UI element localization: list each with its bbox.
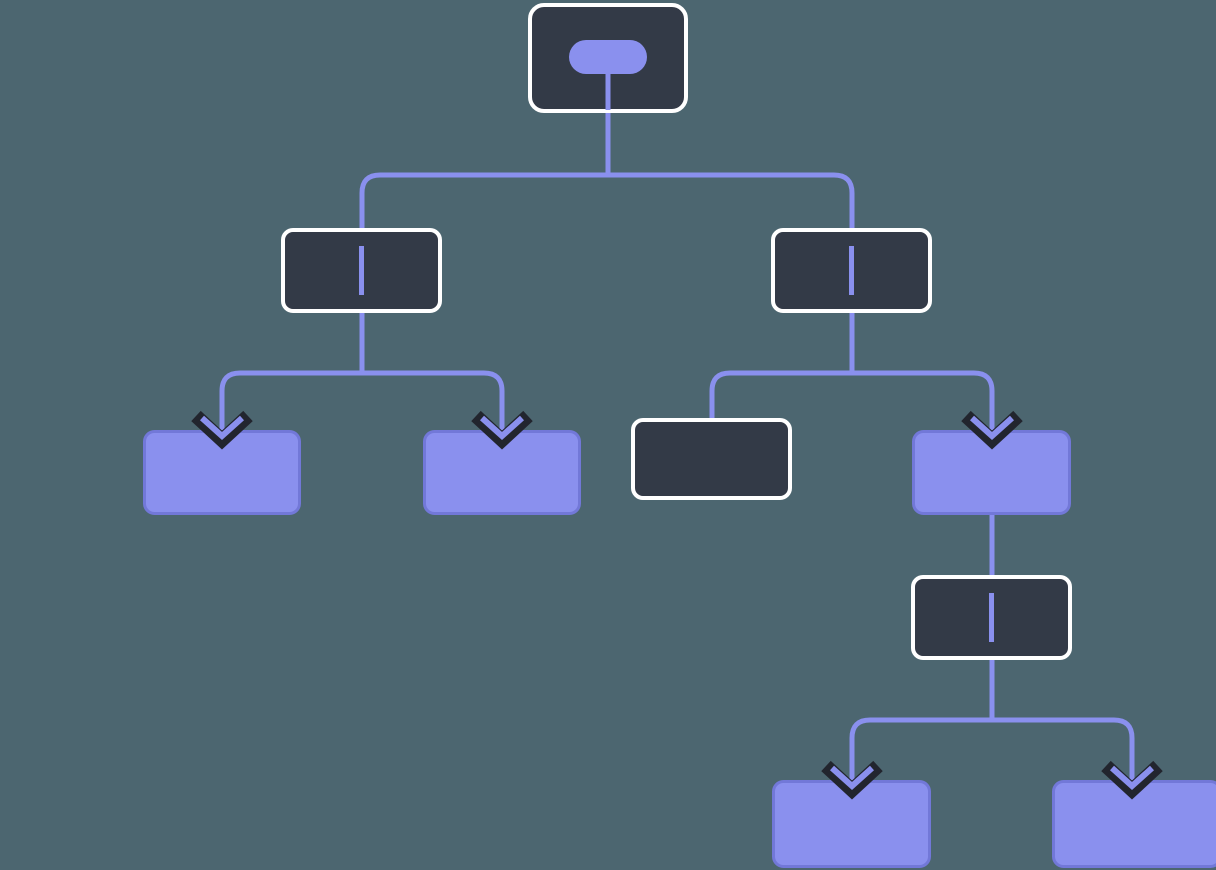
edge-l1-left-to-a [219,370,362,452]
edge-root-to-l1-right [608,172,855,313]
arrowhead-to-b [471,410,533,450]
arrowhead-to-f [1101,760,1163,800]
edge-root-to-l1-left [359,172,608,313]
root-node[interactable] [528,3,688,113]
node-layer [143,3,1216,868]
arrowhead-to-a-inner [199,415,245,441]
root-node-badge-pill [569,40,647,74]
arrowhead-to-e-inner [829,765,875,791]
level2-dark-node[interactable] [631,418,792,500]
edge-l1-right-to-d [852,370,995,452]
arrowhead-to-d [961,410,1023,450]
edge-l1-left-to-b [362,370,505,452]
arrowhead-to-e [821,760,883,800]
edge-l3-to-e [849,717,992,802]
arrowhead-to-b-inner [479,415,525,441]
edge-l1-right-to-c [709,370,852,418]
arrowhead-to-d-inner [969,415,1015,441]
level1-right-node[interactable] [771,228,932,313]
arrowhead-to-f-inner [1109,765,1155,791]
level3-dark-node[interactable] [911,575,1072,660]
arrowhead-layer [191,410,1163,800]
level1-left-node[interactable] [281,228,442,313]
level2-dark-node-shape [631,418,792,500]
edge-l3-to-f [992,717,1135,802]
arrowhead-to-a [191,410,253,450]
